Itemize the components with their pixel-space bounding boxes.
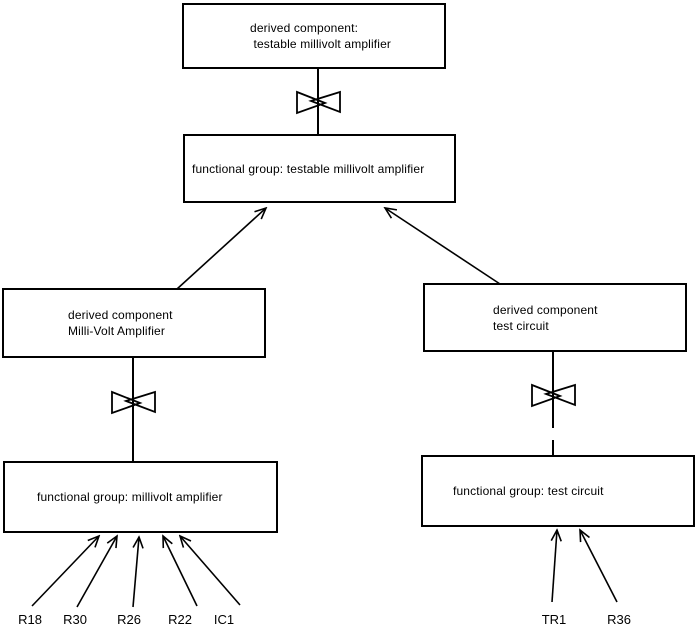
component-label-r22: R22 <box>168 612 192 627</box>
node-functional-group-testable-millivolt-amplifier: functional group: testable millivolt amp… <box>183 134 456 203</box>
node-functional-group-millivolt-amplifier: functional group: millivolt amplifier <box>3 461 278 533</box>
arrow-r30 <box>76 536 117 608</box>
component-label-r36: R36 <box>607 612 631 627</box>
node-text-line: functional group: test circuit <box>453 484 604 498</box>
arrow-derived-mv-to-fg-testable <box>176 208 266 290</box>
arrow-tr1 <box>552 530 557 603</box>
bowtie-icon <box>531 383 576 408</box>
node-derived-component-test-circuit: derived component test circuit <box>423 283 687 352</box>
component-label-tr1: TR1 <box>541 612 567 627</box>
component-label-r26: R26 <box>117 612 141 627</box>
node-functional-group-test-circuit: functional group: test circuit <box>421 455 695 527</box>
node-derived-component-testable-millivolt-amplifier: derived component: testable millivolt am… <box>182 3 446 69</box>
node-text-line: Milli-Volt Amplifier <box>68 324 166 338</box>
node-text-line: derived component: <box>250 21 359 35</box>
component-label-ic1: IC1 <box>213 612 235 627</box>
component-label-r30: R30 <box>63 612 87 627</box>
arrow-ic1 <box>180 536 241 606</box>
node-text-line: derived component <box>493 302 598 317</box>
bowtie-icon <box>296 90 341 115</box>
node-text-line: functional group: millivolt amplifier <box>37 490 223 504</box>
node-text-line: derived component <box>68 308 173 322</box>
arrow-derived-tc-to-fg-testable <box>385 208 501 285</box>
arrow-r36 <box>580 530 618 603</box>
node-text-line: functional group: testable millivolt amp… <box>192 161 425 176</box>
node-derived-component-milli-volt-amplifier: derived component Milli-Volt Amplifier <box>2 288 266 358</box>
node-text-line: test circuit <box>493 318 549 333</box>
arrow-r22 <box>163 536 198 607</box>
component-label-r18: R18 <box>18 612 42 627</box>
arrow-r26 <box>132 537 139 608</box>
connector-lines <box>132 69 554 461</box>
bowtie-icon <box>111 390 156 415</box>
node-text-line: testable millivolt amplifier <box>250 37 392 51</box>
arrow-r18 <box>31 536 99 607</box>
